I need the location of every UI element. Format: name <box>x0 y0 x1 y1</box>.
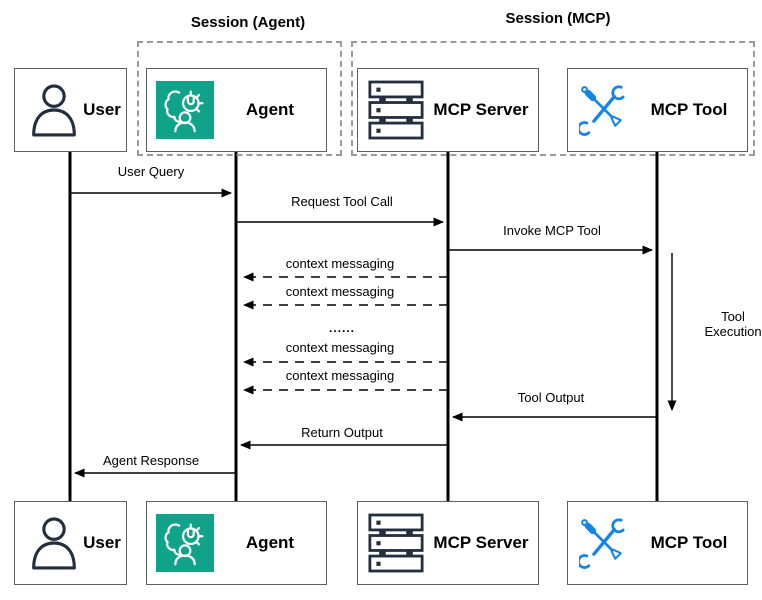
message-label-context-messaging-3: context messaging <box>285 340 395 355</box>
actor-agent-bottom: Agent <box>146 501 327 585</box>
message-label-request-tool-call: Request Tool Call <box>291 194 393 209</box>
actor-user-top: User <box>14 68 127 152</box>
actor-label: MCP Tool <box>650 533 728 552</box>
agent-ai-gear-icon <box>156 81 214 139</box>
message-label-context-messaging-1: context messaging <box>285 256 395 271</box>
server-rack-icon <box>368 80 424 140</box>
actor-label: User <box>83 100 121 119</box>
actor-label: Agent <box>245 100 295 119</box>
user-icon <box>30 516 78 570</box>
actor-mcp-tool-bottom: MCP Tool <box>567 501 748 585</box>
agent-ai-gear-icon <box>156 514 214 572</box>
session-agent-boundary <box>137 41 342 156</box>
session-mcp-title: Session (MCP) <box>505 10 611 27</box>
actor-label: MCP Server <box>433 533 529 552</box>
message-label-context-messaging-2: context messaging <box>285 284 395 299</box>
message-label-invoke-mcp-tool: Invoke MCP Tool <box>503 223 601 238</box>
actor-label: MCP Tool <box>650 100 728 119</box>
actor-label: Agent <box>245 533 295 552</box>
crossed-tools-icon <box>579 84 631 136</box>
message-label-tool-output: Tool Output <box>517 390 585 405</box>
server-rack-icon <box>368 513 424 573</box>
actor-label: MCP Server <box>433 100 529 119</box>
message-label-agent-response: Agent Response <box>102 453 200 468</box>
actor-user-bottom: User <box>14 501 127 585</box>
user-icon <box>30 83 78 137</box>
crossed-tools-icon <box>579 517 631 569</box>
message-label-context-messaging-4: context messaging <box>285 368 395 383</box>
actor-mcp-tool-top: MCP Tool <box>567 68 748 152</box>
message-label-ellipsis: ...... <box>328 321 356 335</box>
actor-mcp-server-top: MCP Server <box>357 68 539 152</box>
actor-mcp-server-bottom: MCP Server <box>357 501 539 585</box>
session-mcp-boundary <box>351 41 755 156</box>
message-label-user-query: User Query <box>117 164 185 179</box>
tool-execution-label: Tool Execution <box>704 309 762 340</box>
actor-agent-top: Agent <box>146 68 327 152</box>
actor-label: User <box>83 533 121 552</box>
session-agent-title: Session (Agent) <box>190 14 306 31</box>
message-label-return-output: Return Output <box>301 425 383 440</box>
